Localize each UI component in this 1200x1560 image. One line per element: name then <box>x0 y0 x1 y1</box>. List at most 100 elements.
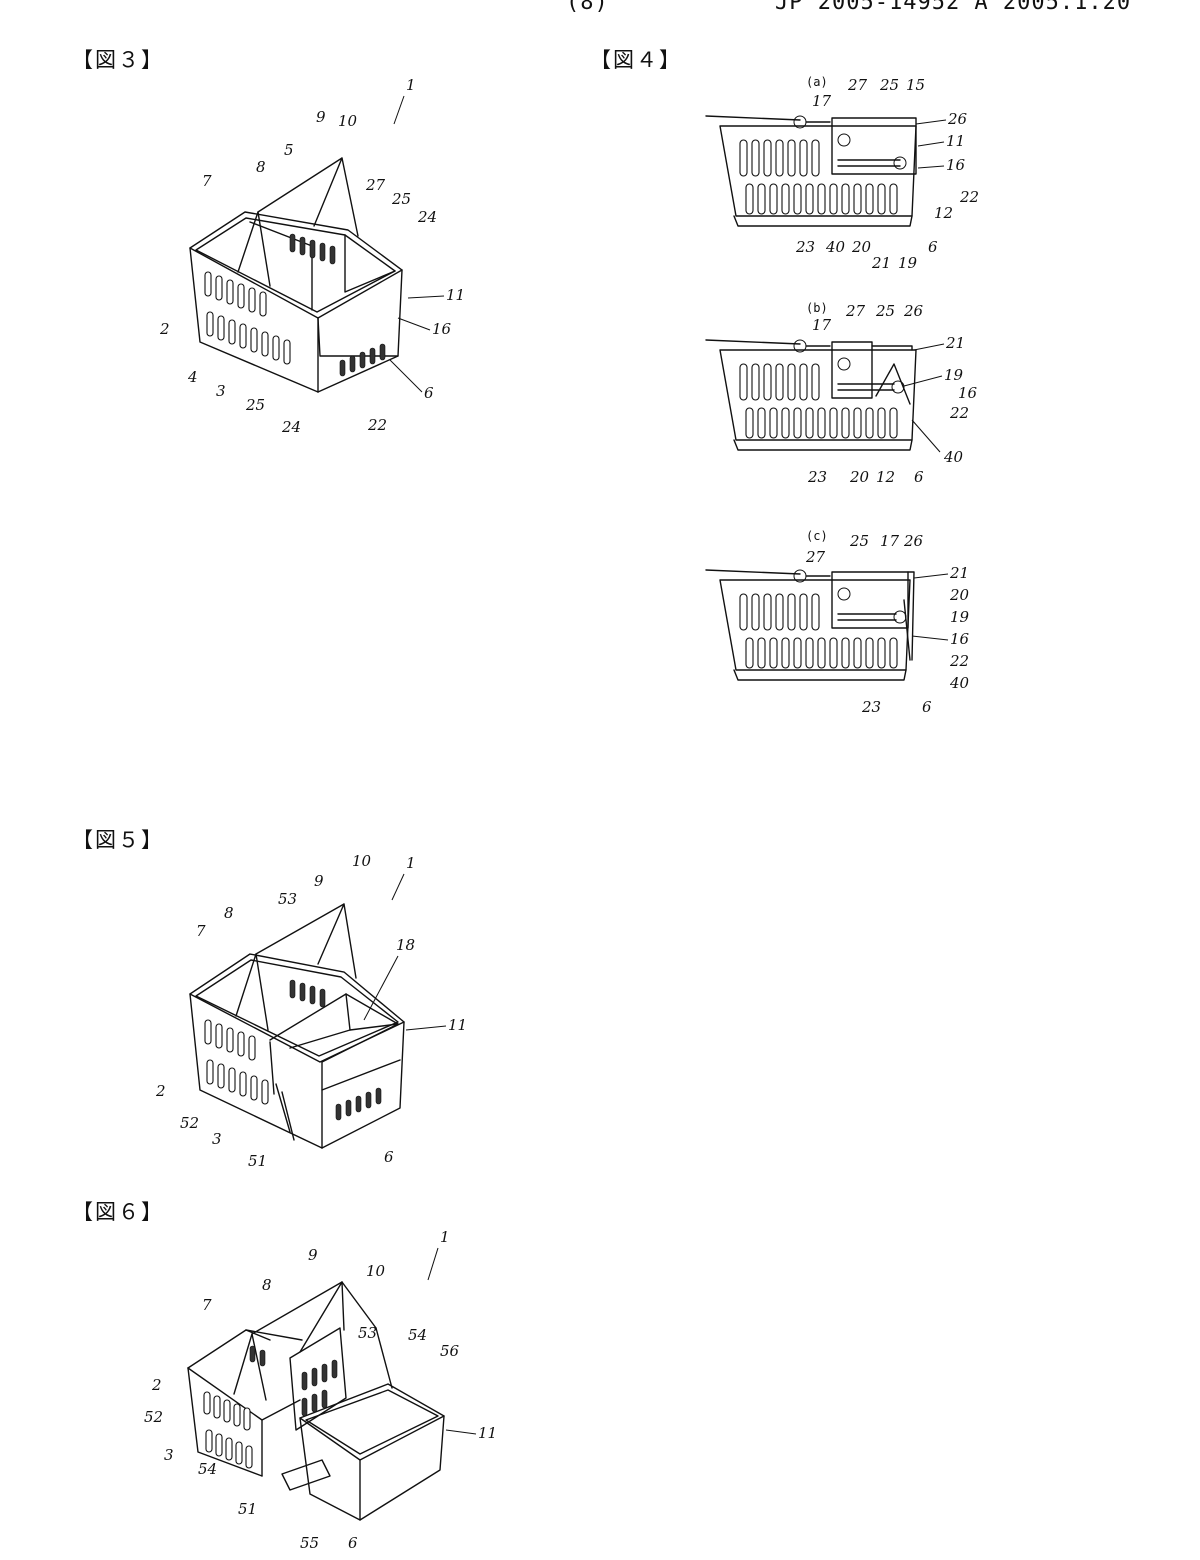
fig4b-numeral: 23 <box>807 468 827 486</box>
fig4a-numeral: 6 <box>928 238 938 256</box>
fig4a-tag: (a) <box>806 75 828 89</box>
fig6-numeral: 53 <box>358 1324 377 1342</box>
fig5-numeral: 11 <box>448 1016 467 1034</box>
fig4a-numeral: 22 <box>959 188 979 206</box>
fig5-numeral: 2 <box>155 1082 166 1100</box>
fig4a-numeral: 20 <box>851 238 872 256</box>
fig6-label: 【図６】 <box>72 1200 164 1224</box>
fig5-basket-drawing: 1 10 9 53 8 7 18 11 2 52 3 51 6 <box>155 852 467 1170</box>
fig6-numeral: 2 <box>151 1376 162 1394</box>
fig3-numeral: 6 <box>424 384 434 402</box>
fig6-numeral: 52 <box>144 1408 163 1426</box>
fig5-numeral: 8 <box>224 904 234 922</box>
fig5-numeral: 18 <box>396 936 415 954</box>
fig4c-numeral: 40 <box>949 674 970 692</box>
fig4a-numeral: 17 <box>812 92 832 110</box>
fig3-numeral: 3 <box>216 382 226 400</box>
fig3-numeral: 1 <box>406 76 416 94</box>
fig4c-numeral: 16 <box>950 630 970 648</box>
fig6-numeral: 7 <box>202 1296 212 1314</box>
fig5-numeral: 51 <box>248 1152 267 1170</box>
fig6-numeral: 8 <box>262 1276 272 1294</box>
fig5-numeral: 10 <box>352 852 372 870</box>
fig6-numeral: 3 <box>164 1446 174 1464</box>
fig3-numeral: 7 <box>202 172 212 190</box>
fig3-numeral: 2 <box>159 320 170 338</box>
fig5-numeral: 9 <box>314 872 324 890</box>
fig4-label: 【図４】 <box>590 48 682 72</box>
fig4b-numeral: 27 <box>845 302 866 320</box>
fig3-numeral: 4 <box>187 368 198 386</box>
fig4c-side-view: (c) 25 17 26 27 21 20 19 16 22 40 23 6 <box>705 529 970 716</box>
fig4a-numeral: 26 <box>947 110 968 128</box>
fig3-numeral: 9 <box>316 108 326 126</box>
fig4b-numeral: 12 <box>876 468 895 486</box>
fig4c-numeral: 6 <box>922 698 932 716</box>
fig4b-numeral: 26 <box>903 302 924 320</box>
fig6-numeral: 55 <box>300 1534 319 1552</box>
fig4a-numeral: 21 <box>871 254 891 272</box>
fig3-basket-drawing: 1 9 10 8 5 7 27 25 24 2 4 3 25 24 22 6 1… <box>159 76 465 436</box>
fig4a-numeral: 23 <box>795 238 815 256</box>
fig5-numeral: 3 <box>212 1130 222 1148</box>
fig6-numeral: 56 <box>440 1342 460 1360</box>
fig3-numeral: 16 <box>432 320 452 338</box>
fig3-numeral: 8 <box>256 158 266 176</box>
fig6-numeral: 9 <box>308 1246 318 1264</box>
fig3-numeral: 24 <box>281 418 301 436</box>
fig4a-numeral: 40 <box>825 238 846 256</box>
fig3-numeral: 22 <box>367 416 387 434</box>
fig4b-numeral: 6 <box>914 468 924 486</box>
fig3-numeral: 5 <box>284 141 294 159</box>
fig4c-numeral: 27 <box>805 548 826 566</box>
fig4a-numeral: 19 <box>898 254 918 272</box>
fig4a-numeral: 15 <box>906 76 925 94</box>
fig6-numeral: 54 <box>408 1326 427 1344</box>
fig6-numeral: 54 <box>198 1460 217 1478</box>
fig4c-numeral: 25 <box>849 532 869 550</box>
fig5-numeral: 52 <box>180 1114 199 1132</box>
fig3-numeral: 25 <box>245 396 265 414</box>
fig3-numeral: 11 <box>446 286 465 304</box>
fig6-numeral: 1 <box>440 1228 450 1246</box>
fig4b-numeral: 17 <box>812 316 832 334</box>
fig3-numeral: 24 <box>417 208 437 226</box>
fig4b-numeral: 21 <box>945 334 965 352</box>
fig4b-side-view: (b) 27 25 26 17 21 19 16 22 40 23 20 12 … <box>705 301 978 486</box>
fig4b-tag: (b) <box>806 301 828 315</box>
fig5-label: 【図５】 <box>72 828 164 852</box>
fig4c-numeral: 20 <box>949 586 970 604</box>
fig4a-numeral: 16 <box>946 156 966 174</box>
fig4b-numeral: 19 <box>944 366 964 384</box>
fig4c-numeral: 17 <box>880 532 900 550</box>
fig5-numeral: 7 <box>196 922 206 940</box>
fig6-basket-drawing: 1 9 10 8 7 53 54 56 2 52 11 3 54 51 55 6 <box>144 1228 497 1552</box>
fig5-numeral: 6 <box>384 1148 394 1166</box>
fig3-label: 【図３】 <box>72 48 164 72</box>
fig4c-numeral: 23 <box>861 698 881 716</box>
fig4c-numeral: 26 <box>903 532 924 550</box>
fig4b-numeral: 16 <box>958 384 978 402</box>
fig3-numeral: 27 <box>365 176 386 194</box>
fig4c-numeral: 19 <box>950 608 970 626</box>
fig3-numeral: 10 <box>338 112 358 130</box>
fig4c-numeral: 22 <box>949 652 969 670</box>
fig5-numeral: 1 <box>406 854 416 872</box>
fig4b-numeral: 40 <box>943 448 964 466</box>
fig6-numeral: 11 <box>478 1424 497 1442</box>
fig4c-numeral: 21 <box>949 564 969 582</box>
fig4b-numeral: 20 <box>849 468 870 486</box>
fig5-numeral: 53 <box>278 890 297 908</box>
fig4a-numeral: 12 <box>934 204 953 222</box>
fig3-numeral: 25 <box>391 190 411 208</box>
fig4c-tag: (c) <box>806 529 828 543</box>
fig4a-numeral: 11 <box>946 132 965 150</box>
fig4b-numeral: 25 <box>875 302 895 320</box>
publication-id: JP 2005-14952 A 2005.1.20 <box>775 0 1132 15</box>
fig6-numeral: 51 <box>238 1500 257 1518</box>
fig6-numeral: 6 <box>348 1534 358 1552</box>
page-number: (8) <box>566 0 609 15</box>
fig4b-numeral: 22 <box>949 404 969 422</box>
fig4a-numeral: 27 <box>847 76 868 94</box>
